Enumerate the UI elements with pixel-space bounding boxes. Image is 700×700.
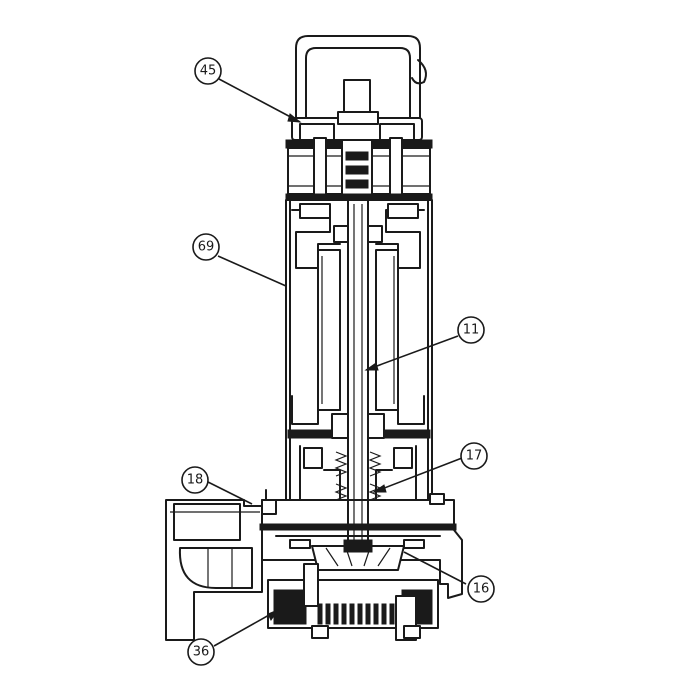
leader-45 [218,78,301,123]
inlet-strainer [267,563,439,641]
strainer-slot [373,603,379,625]
callout-36: 36 [187,638,215,666]
strainer-slot [349,603,355,625]
svg-text:16: 16 [473,582,490,597]
svg-text:11: 11 [463,323,480,338]
strainer-slot [317,603,323,625]
leader-36 [213,609,279,647]
top-cap [285,111,433,201]
leader-16 [403,551,467,585]
strainer-slot [357,603,363,625]
motor-shaft [347,199,369,551]
svg-text:18: 18 [187,473,204,488]
strainer-slot [381,603,387,625]
callout-17: 17 [460,442,488,470]
strainer-slot [365,603,371,625]
strainer-slot [333,603,339,625]
lifting-handle [295,35,427,121]
leader-11 [365,335,459,371]
svg-text:45: 45 [200,64,217,79]
leader-69 [217,255,287,287]
discharge-elbow [165,499,263,641]
callout-11: 11 [457,316,485,344]
callout-18: 18 [181,466,209,494]
leader-17 [373,457,463,493]
leader-lines [207,78,467,647]
strainer-slot [389,603,395,625]
leader-18 [207,481,253,505]
strainer-slot [325,603,331,625]
svg-text:36: 36 [193,645,210,660]
callout-69: 69 [192,233,220,261]
svg-text:17: 17 [466,449,483,464]
callout-16: 16 [467,575,495,603]
callout-45: 45 [194,57,222,85]
pump-volute [259,489,463,599]
svg-text:69: 69 [198,240,215,255]
strainer-slot [341,603,347,625]
